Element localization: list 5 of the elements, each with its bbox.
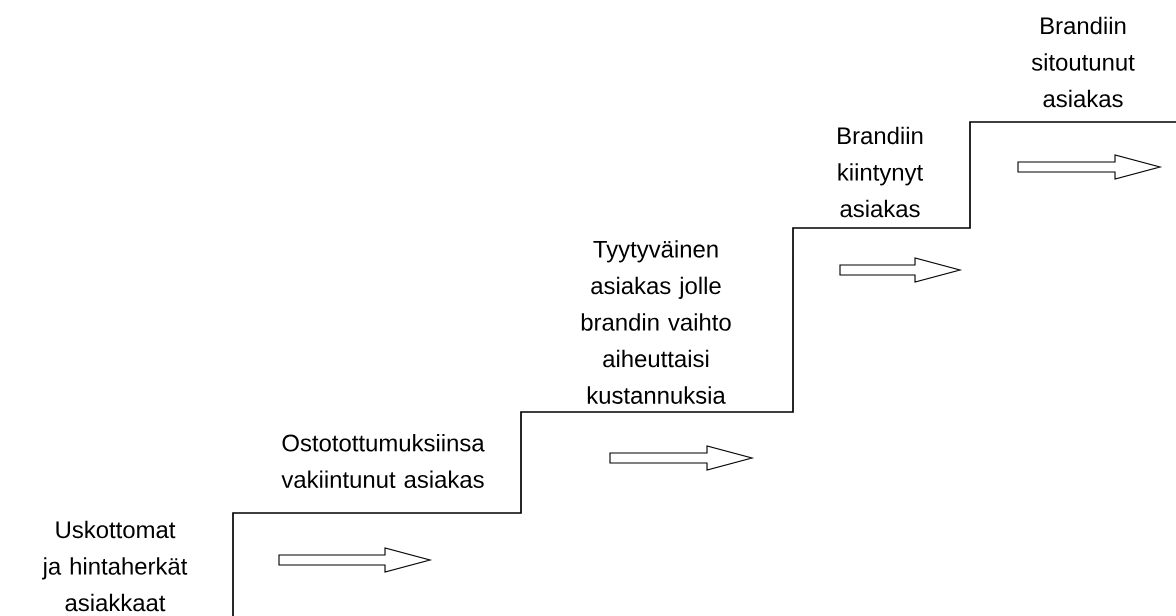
step-label: Uskottomat ja hintaherkät asiakkaat xyxy=(42,520,188,612)
step-label: Brandiin kiintynyt asiakas xyxy=(838,126,923,218)
step-label: Ostotottumuksiinsa vakiintunut asiakas xyxy=(281,433,485,489)
step-label: Tyytyväinen asiakas jolle brandin vaihto aiheuttaisi kustannuksia xyxy=(581,240,731,404)
step-label: Brandiin sitoutunut asiakas xyxy=(1031,16,1135,108)
